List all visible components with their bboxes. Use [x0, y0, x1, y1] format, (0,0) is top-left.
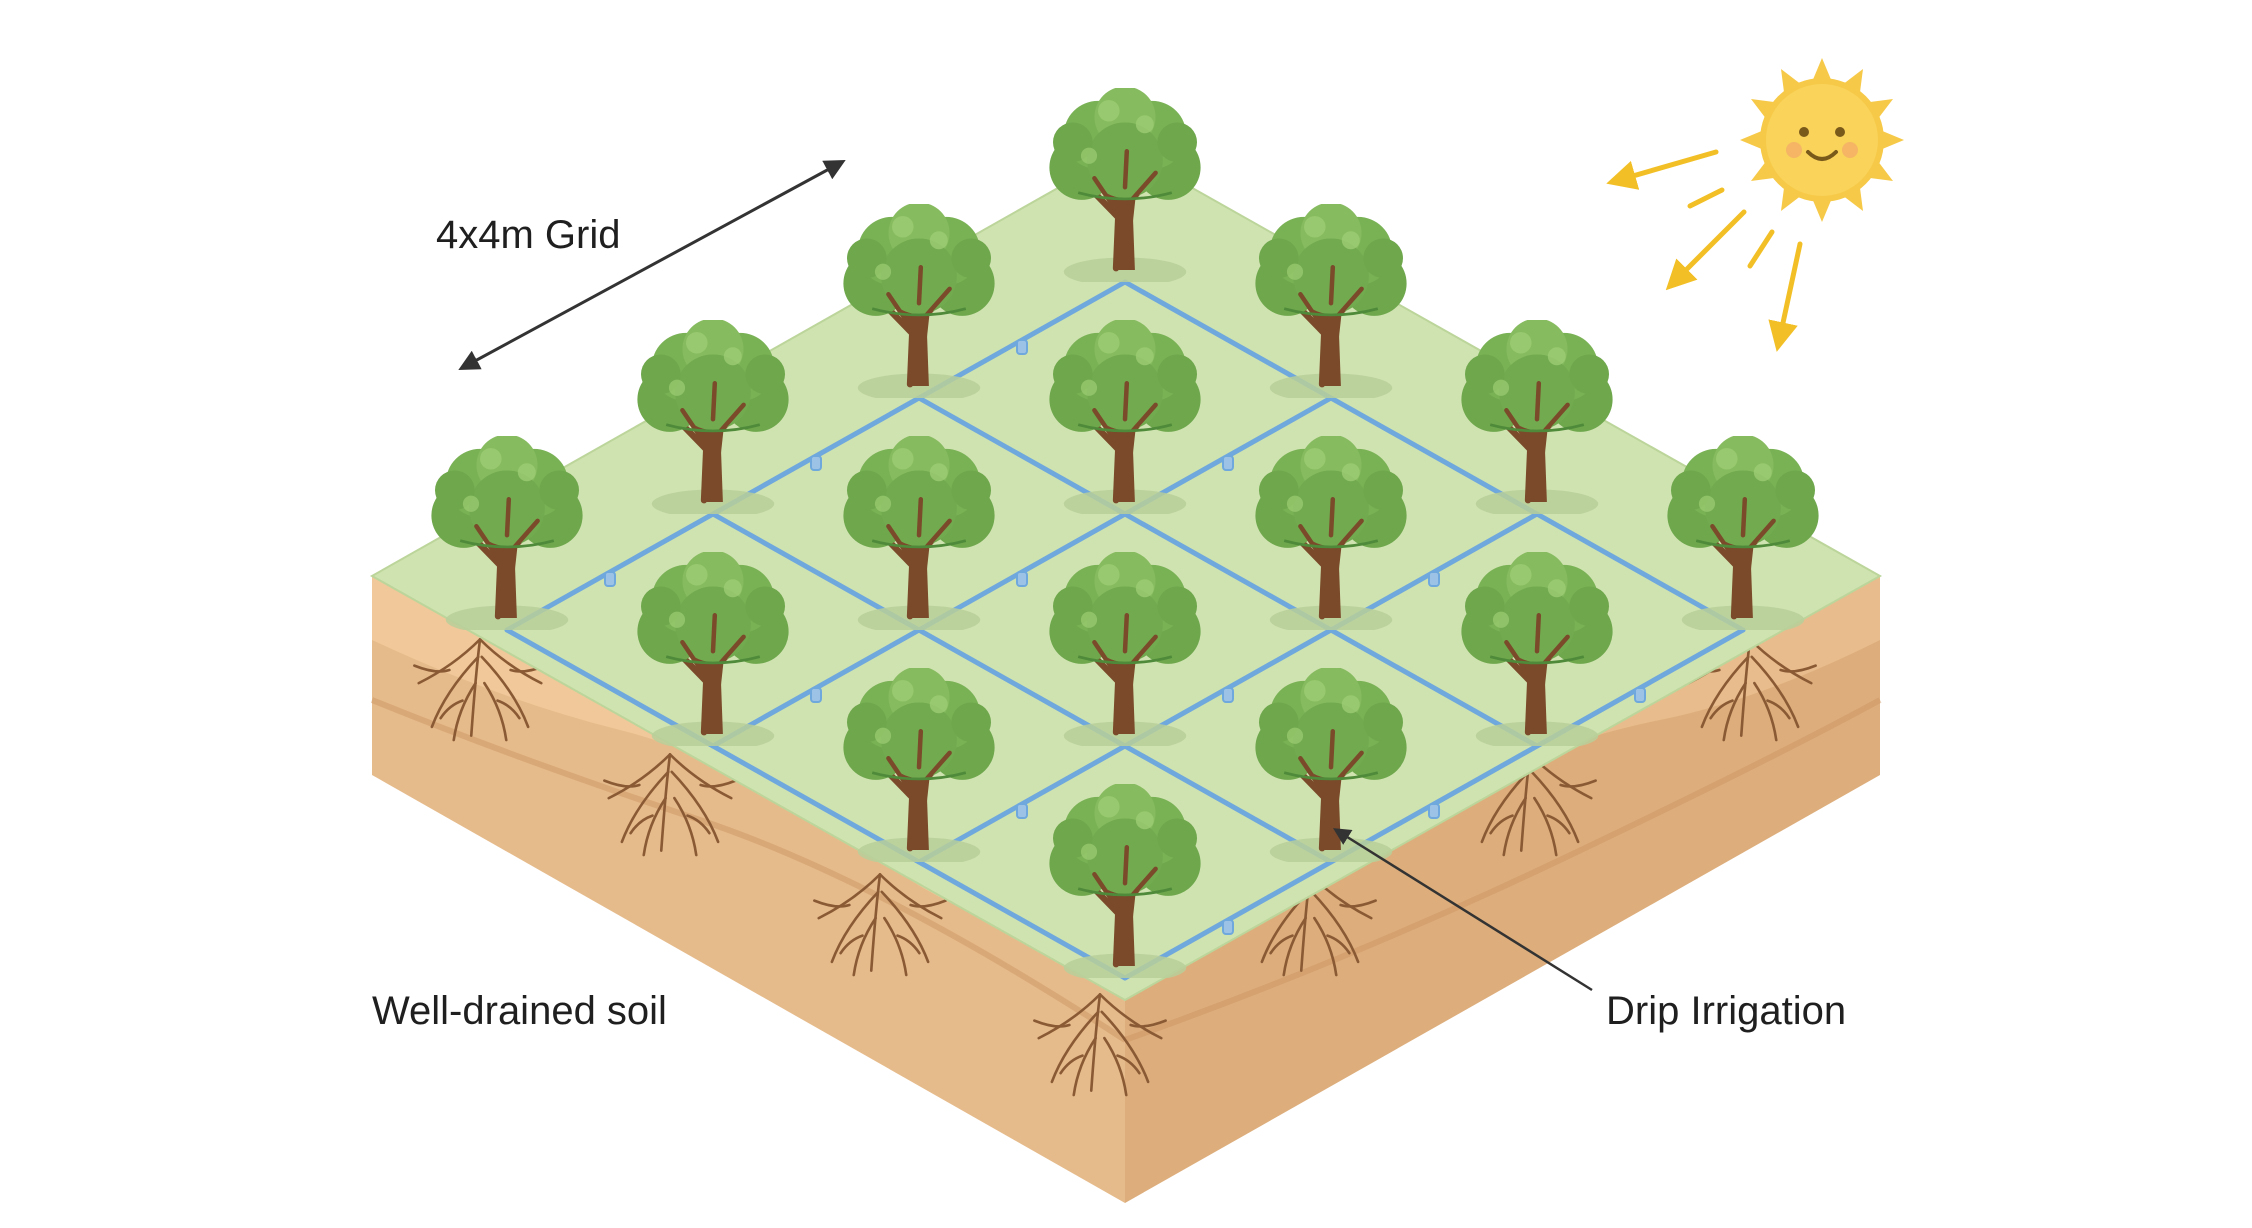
sun-point [1866, 159, 1894, 181]
sun-rays [1606, 149, 1803, 352]
drip-emitter-icon [1222, 455, 1234, 471]
soil-right-stripe [1123, 697, 1882, 1043]
grid-label: 4x4m Grid [436, 213, 621, 257]
drip-irrigation-lines [504, 279, 1746, 981]
sun-point [1750, 99, 1778, 121]
sun-point [1841, 68, 1863, 96]
drip-emitter-icon [1222, 687, 1234, 703]
soil-right-face [1125, 576, 1880, 1203]
sun-point [1866, 99, 1894, 121]
soil-left-face [372, 576, 1125, 1203]
soil-label: Well-drained soil [372, 989, 667, 1033]
drip-emitter-icon [810, 687, 822, 703]
sun-point [1841, 184, 1863, 212]
drip-emitter-icon [1016, 339, 1028, 355]
drip-emitter-icon [1222, 919, 1234, 935]
irrigation-pipe [504, 627, 1128, 981]
drip-emitter-icon [1016, 571, 1028, 587]
drip-emitter-icon [604, 571, 616, 587]
drip-emitter-icon [1016, 803, 1028, 819]
smiling-sun-icon [1740, 58, 1904, 222]
drip-emitter-icon [1634, 687, 1646, 703]
sun-point [1811, 197, 1833, 222]
irrigation-label: Drip Irrigation [1606, 989, 1846, 1033]
grid-dimension-arrow [458, 159, 846, 371]
drip-emitter-icon [1428, 803, 1440, 819]
sun-point [1781, 184, 1803, 212]
sun-point [1781, 68, 1803, 96]
irrigation-pipe [916, 395, 1540, 749]
drip-emitter-icon [1428, 571, 1440, 587]
sun-point [1750, 159, 1778, 181]
irrigation-pipe [1122, 279, 1746, 633]
sun-point [1740, 129, 1765, 151]
irrigation-pipe [710, 511, 1334, 865]
drip-emitter-icon [810, 455, 822, 471]
sun-point [1811, 58, 1833, 83]
irrigation-pointer [1333, 828, 1593, 992]
sun-point [1879, 129, 1904, 151]
